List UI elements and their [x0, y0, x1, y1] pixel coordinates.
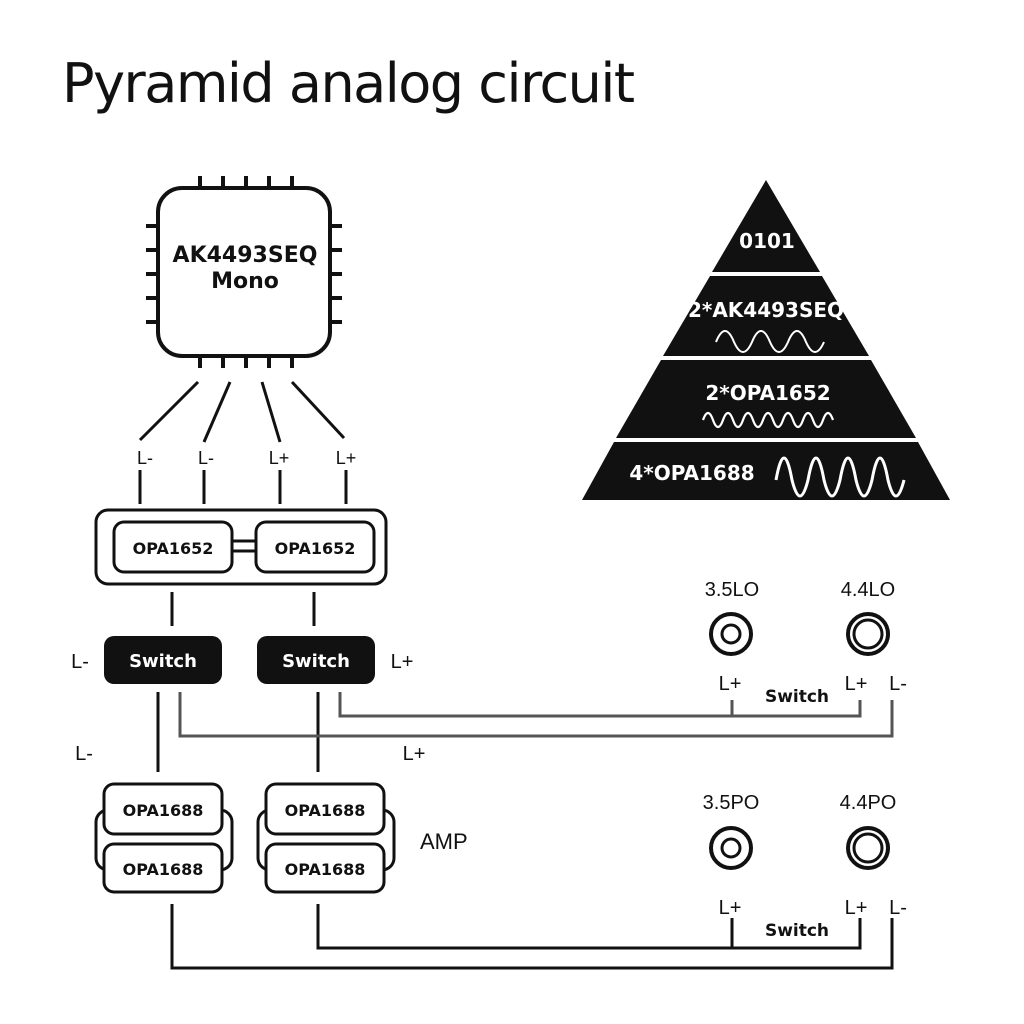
opa1652-chip-label: OPA1652 — [133, 539, 214, 558]
amp-chip-label: OPA1688 — [123, 801, 204, 820]
opa1652-block — [94, 508, 388, 586]
dac-output-label: L- — [198, 448, 214, 468]
jack-4.4lo-icon[interactable] — [846, 612, 890, 656]
pyramid-tier-2 — [663, 276, 869, 356]
amp-chip-label: OPA1688 — [285, 860, 366, 879]
amp-stack-right — [256, 782, 396, 894]
line-label-lminus: L- — [75, 743, 93, 765]
lineout-switch-label: Switch — [765, 687, 829, 707]
pyramid-tier-label: 4*OPA1688 — [629, 461, 754, 485]
switch-left-side-label: L- — [71, 651, 89, 673]
jack-label-4.4lo: 4.4LO — [841, 579, 895, 601]
jack-label-4.4po: 4.4PO — [840, 792, 897, 814]
phoneout-wires — [170, 904, 894, 970]
phoneout-pin-label: L+ — [719, 897, 742, 919]
amp-label: AMP — [420, 829, 468, 854]
phoneout-pin-label: L- — [889, 897, 907, 919]
phoneout-pin-label: L+ — [845, 897, 868, 919]
amp-chip-label: OPA1688 — [285, 801, 366, 820]
amp-stack-left — [94, 782, 234, 894]
page-title: Pyramid analog circuit — [62, 52, 635, 115]
opa1652-chip-label: OPA1652 — [275, 539, 356, 558]
pyramid-tier-1 — [712, 180, 820, 272]
line-label-lplus: L+ — [403, 743, 426, 765]
switch-right[interactable] — [257, 636, 375, 684]
waveform-icon — [701, 411, 835, 429]
pyramid-tier-label: 0101 — [739, 229, 795, 253]
dac-chip — [146, 176, 342, 368]
switch-right-side-label: L+ — [391, 651, 414, 673]
jack-3.5po-icon[interactable] — [709, 826, 753, 870]
pyramid-tier-3 — [616, 360, 916, 438]
switch-right-label: Switch — [282, 651, 350, 672]
waveform-icon — [774, 456, 906, 498]
jack-label-3.5po: 3.5PO — [703, 792, 760, 814]
waveform-icon — [715, 330, 825, 353]
phoneout-switch-label: Switch — [765, 921, 829, 941]
amp-chip-label: OPA1688 — [123, 860, 204, 879]
opa-to-switch-wires — [170, 592, 316, 626]
lineout-pin-label: L- — [889, 673, 907, 695]
jack-label-3.5lo: 3.5LO — [705, 579, 759, 601]
switch-left[interactable] — [104, 636, 222, 684]
switch-left-label: Switch — [129, 651, 197, 672]
dac-chip-label: AK4493SEQ — [173, 243, 318, 268]
pyramid-tier-label: 2*AK4493SEQ — [688, 298, 844, 322]
dac-output-wires — [138, 380, 348, 504]
dac-output-label: L+ — [269, 448, 290, 468]
dac-chip-sublabel: Mono — [211, 269, 279, 294]
pyramid — [582, 180, 950, 500]
lineout-wires — [178, 692, 894, 738]
dac-output-label: L- — [137, 448, 153, 468]
lineout-pin-label: L+ — [845, 673, 868, 695]
lineout-pin-label: L+ — [719, 673, 742, 695]
switch-output-wires — [156, 692, 320, 772]
dac-output-label: L+ — [336, 448, 357, 468]
pyramid-tier-label: 2*OPA1652 — [705, 381, 830, 405]
jack-3.5lo-icon[interactable] — [709, 612, 753, 656]
jack-4.4po-icon[interactable] — [846, 826, 890, 870]
